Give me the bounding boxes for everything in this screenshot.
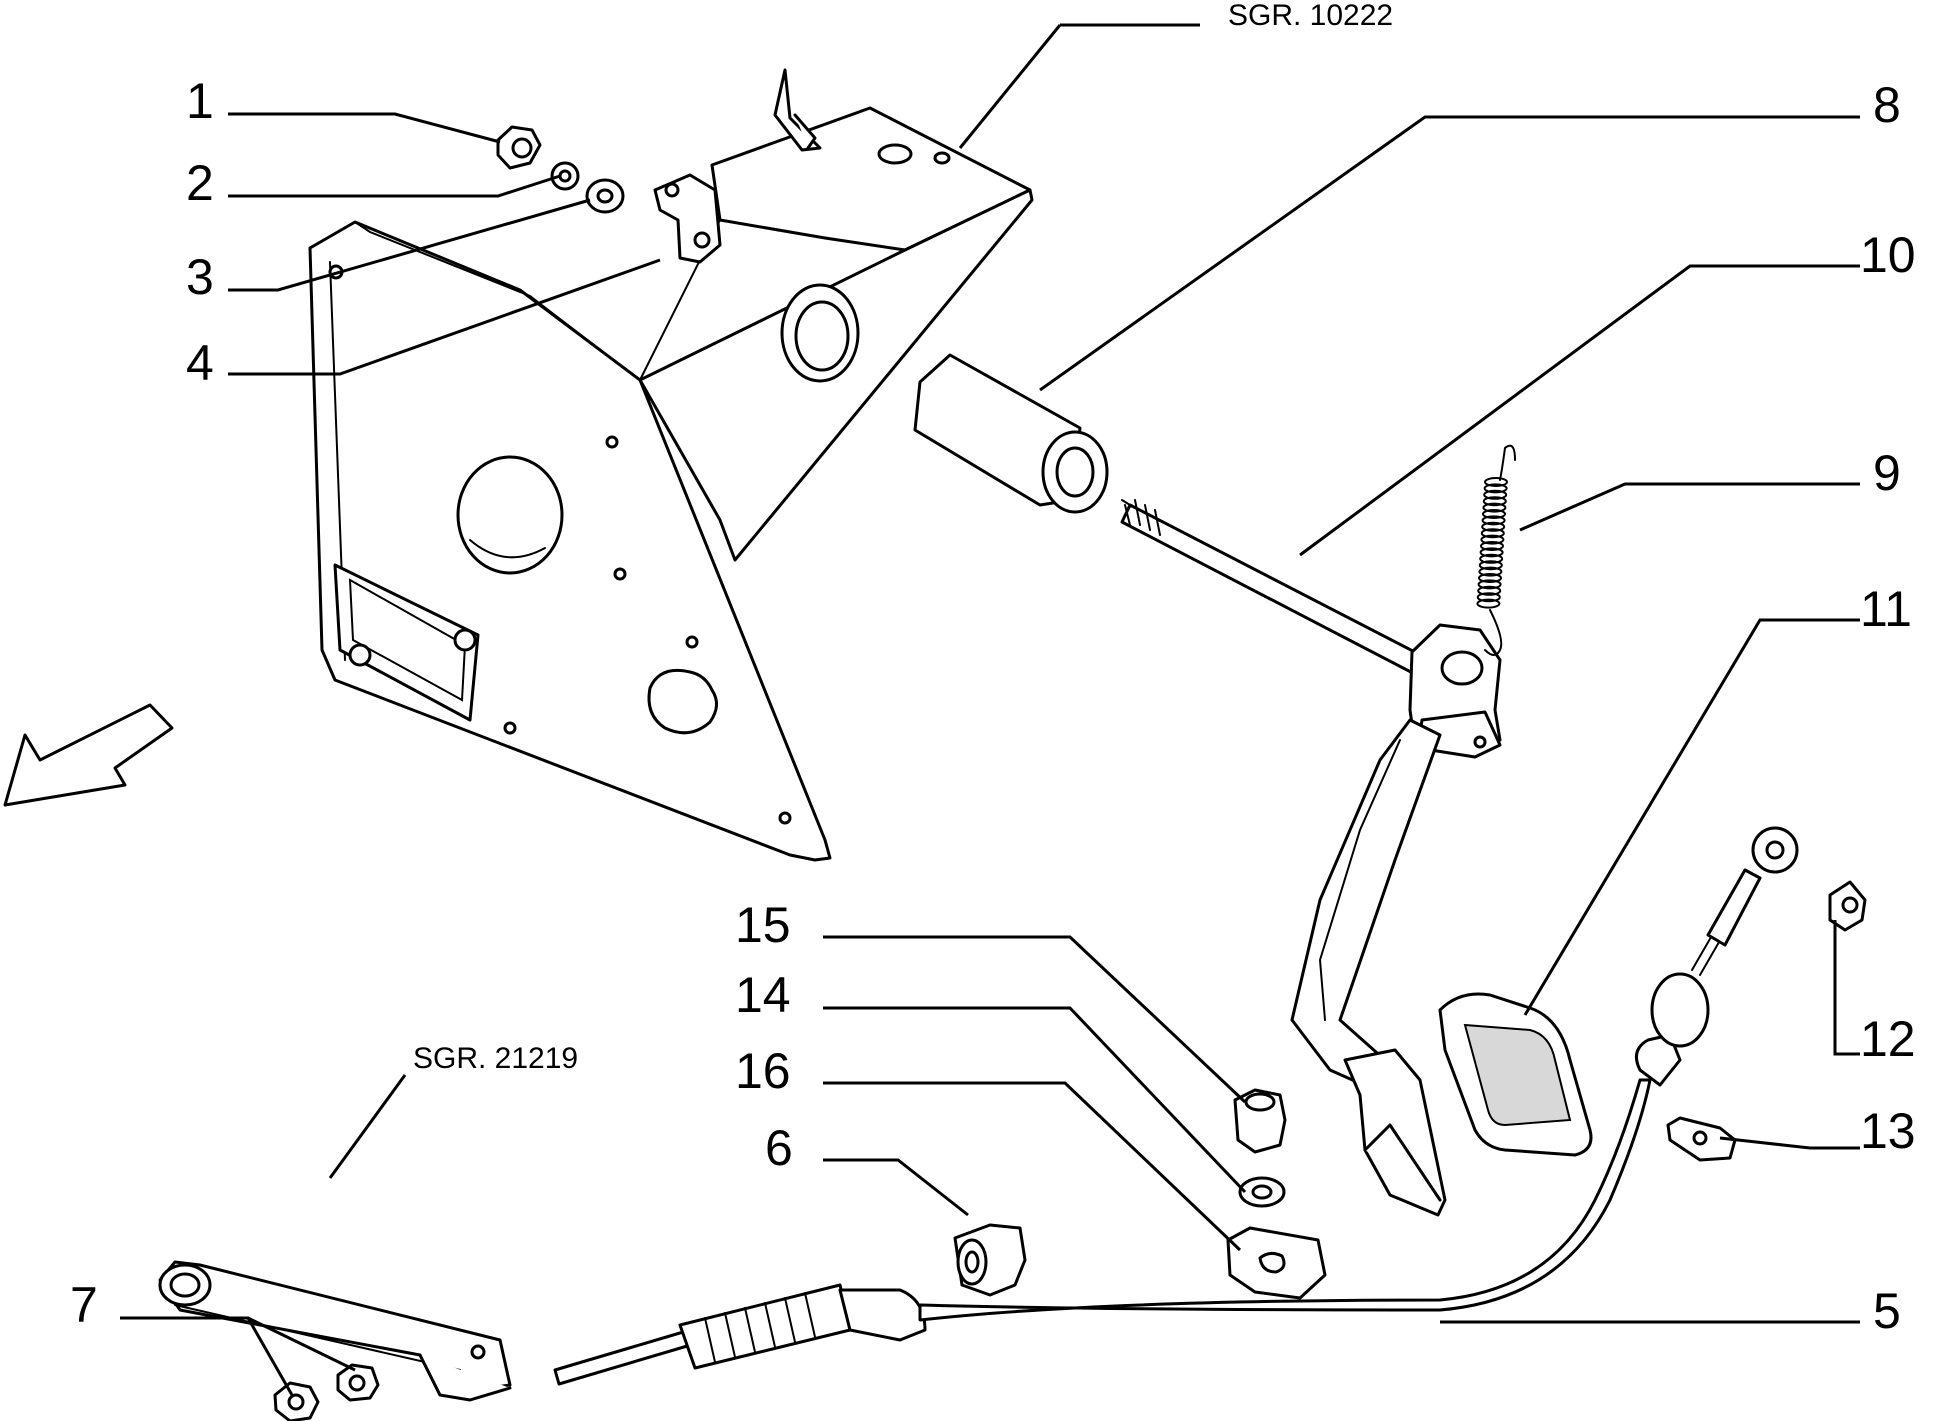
spring-coil	[1483, 483, 1508, 494]
spring-coil	[1477, 585, 1502, 596]
leader-lines	[120, 23, 1860, 1396]
reference-sgr-bottom: SGR. 21219	[413, 1042, 578, 1075]
part-12-clip	[1828, 880, 1867, 932]
reference-sgr-top: SGR. 10222	[1228, 0, 1393, 32]
spring-coil	[1481, 515, 1506, 526]
callout-5: 5	[1873, 1283, 1901, 1339]
spring-coil	[1480, 528, 1505, 539]
spring-coil	[1478, 573, 1502, 583]
part-8-bushing	[913, 353, 1109, 514]
spring-coil	[1478, 566, 1503, 577]
callout-11: 11	[1860, 581, 1912, 637]
spring-coil	[1480, 541, 1504, 551]
spring-coil	[1482, 502, 1507, 513]
callout-1: 1	[186, 73, 214, 129]
spring-coil	[1481, 521, 1506, 532]
spring-coil	[1477, 579, 1502, 590]
spring-coil	[1476, 598, 1501, 609]
callout-10: 10	[1860, 227, 1916, 283]
callout-12: 12	[1860, 1011, 1916, 1067]
callout-3: 3	[186, 249, 214, 305]
spring-coil	[1480, 534, 1505, 545]
callout-labels: SGR. 10222 SGR. 21219 1 2 3 4 8 10 9 11 …	[70, 0, 1916, 1339]
spring-coil	[1478, 560, 1503, 571]
part-9-return-spring	[1476, 444, 1516, 656]
part-16-cable-bracket	[1226, 1226, 1327, 1300]
callout-2: 2	[186, 155, 214, 211]
part-7-nuts	[273, 1363, 380, 1421]
callout-13: 13	[1860, 1103, 1916, 1159]
spring-coil	[1484, 477, 1508, 487]
part-5-clutch-cable	[553, 826, 1799, 1386]
callout-16: 16	[735, 1043, 791, 1099]
spring-coil	[1483, 489, 1508, 500]
part-11-pedal-pad	[1438, 992, 1593, 1157]
part-15-nut	[1233, 1088, 1287, 1154]
part-2-spring-washer	[550, 161, 580, 191]
part-3-washer	[585, 178, 625, 214]
callout-8: 8	[1873, 77, 1901, 133]
part-13-clamp	[1666, 1116, 1737, 1162]
callout-15: 15	[735, 897, 791, 953]
spring-coil	[1476, 592, 1501, 603]
spring-coil	[1482, 509, 1506, 519]
part-1-nut	[496, 125, 542, 170]
part-6-grommet	[953, 1223, 1027, 1297]
release-lever	[158, 1260, 512, 1402]
part-10-pedal-lever	[1120, 499, 1502, 1217]
callout-7: 7	[70, 1277, 98, 1333]
callout-9: 9	[1873, 445, 1901, 501]
part-4-bracket	[653, 173, 722, 264]
spring-coil	[1482, 496, 1507, 507]
part-14-washer	[1238, 1176, 1286, 1208]
callout-6: 6	[765, 1120, 793, 1176]
pedal-bracket	[308, 68, 1034, 862]
callout-4: 4	[186, 335, 214, 391]
spring-coil	[1479, 547, 1504, 558]
direction-arrow-icon	[3, 703, 174, 807]
spring-coil	[1479, 553, 1504, 564]
callout-14: 14	[735, 967, 791, 1023]
